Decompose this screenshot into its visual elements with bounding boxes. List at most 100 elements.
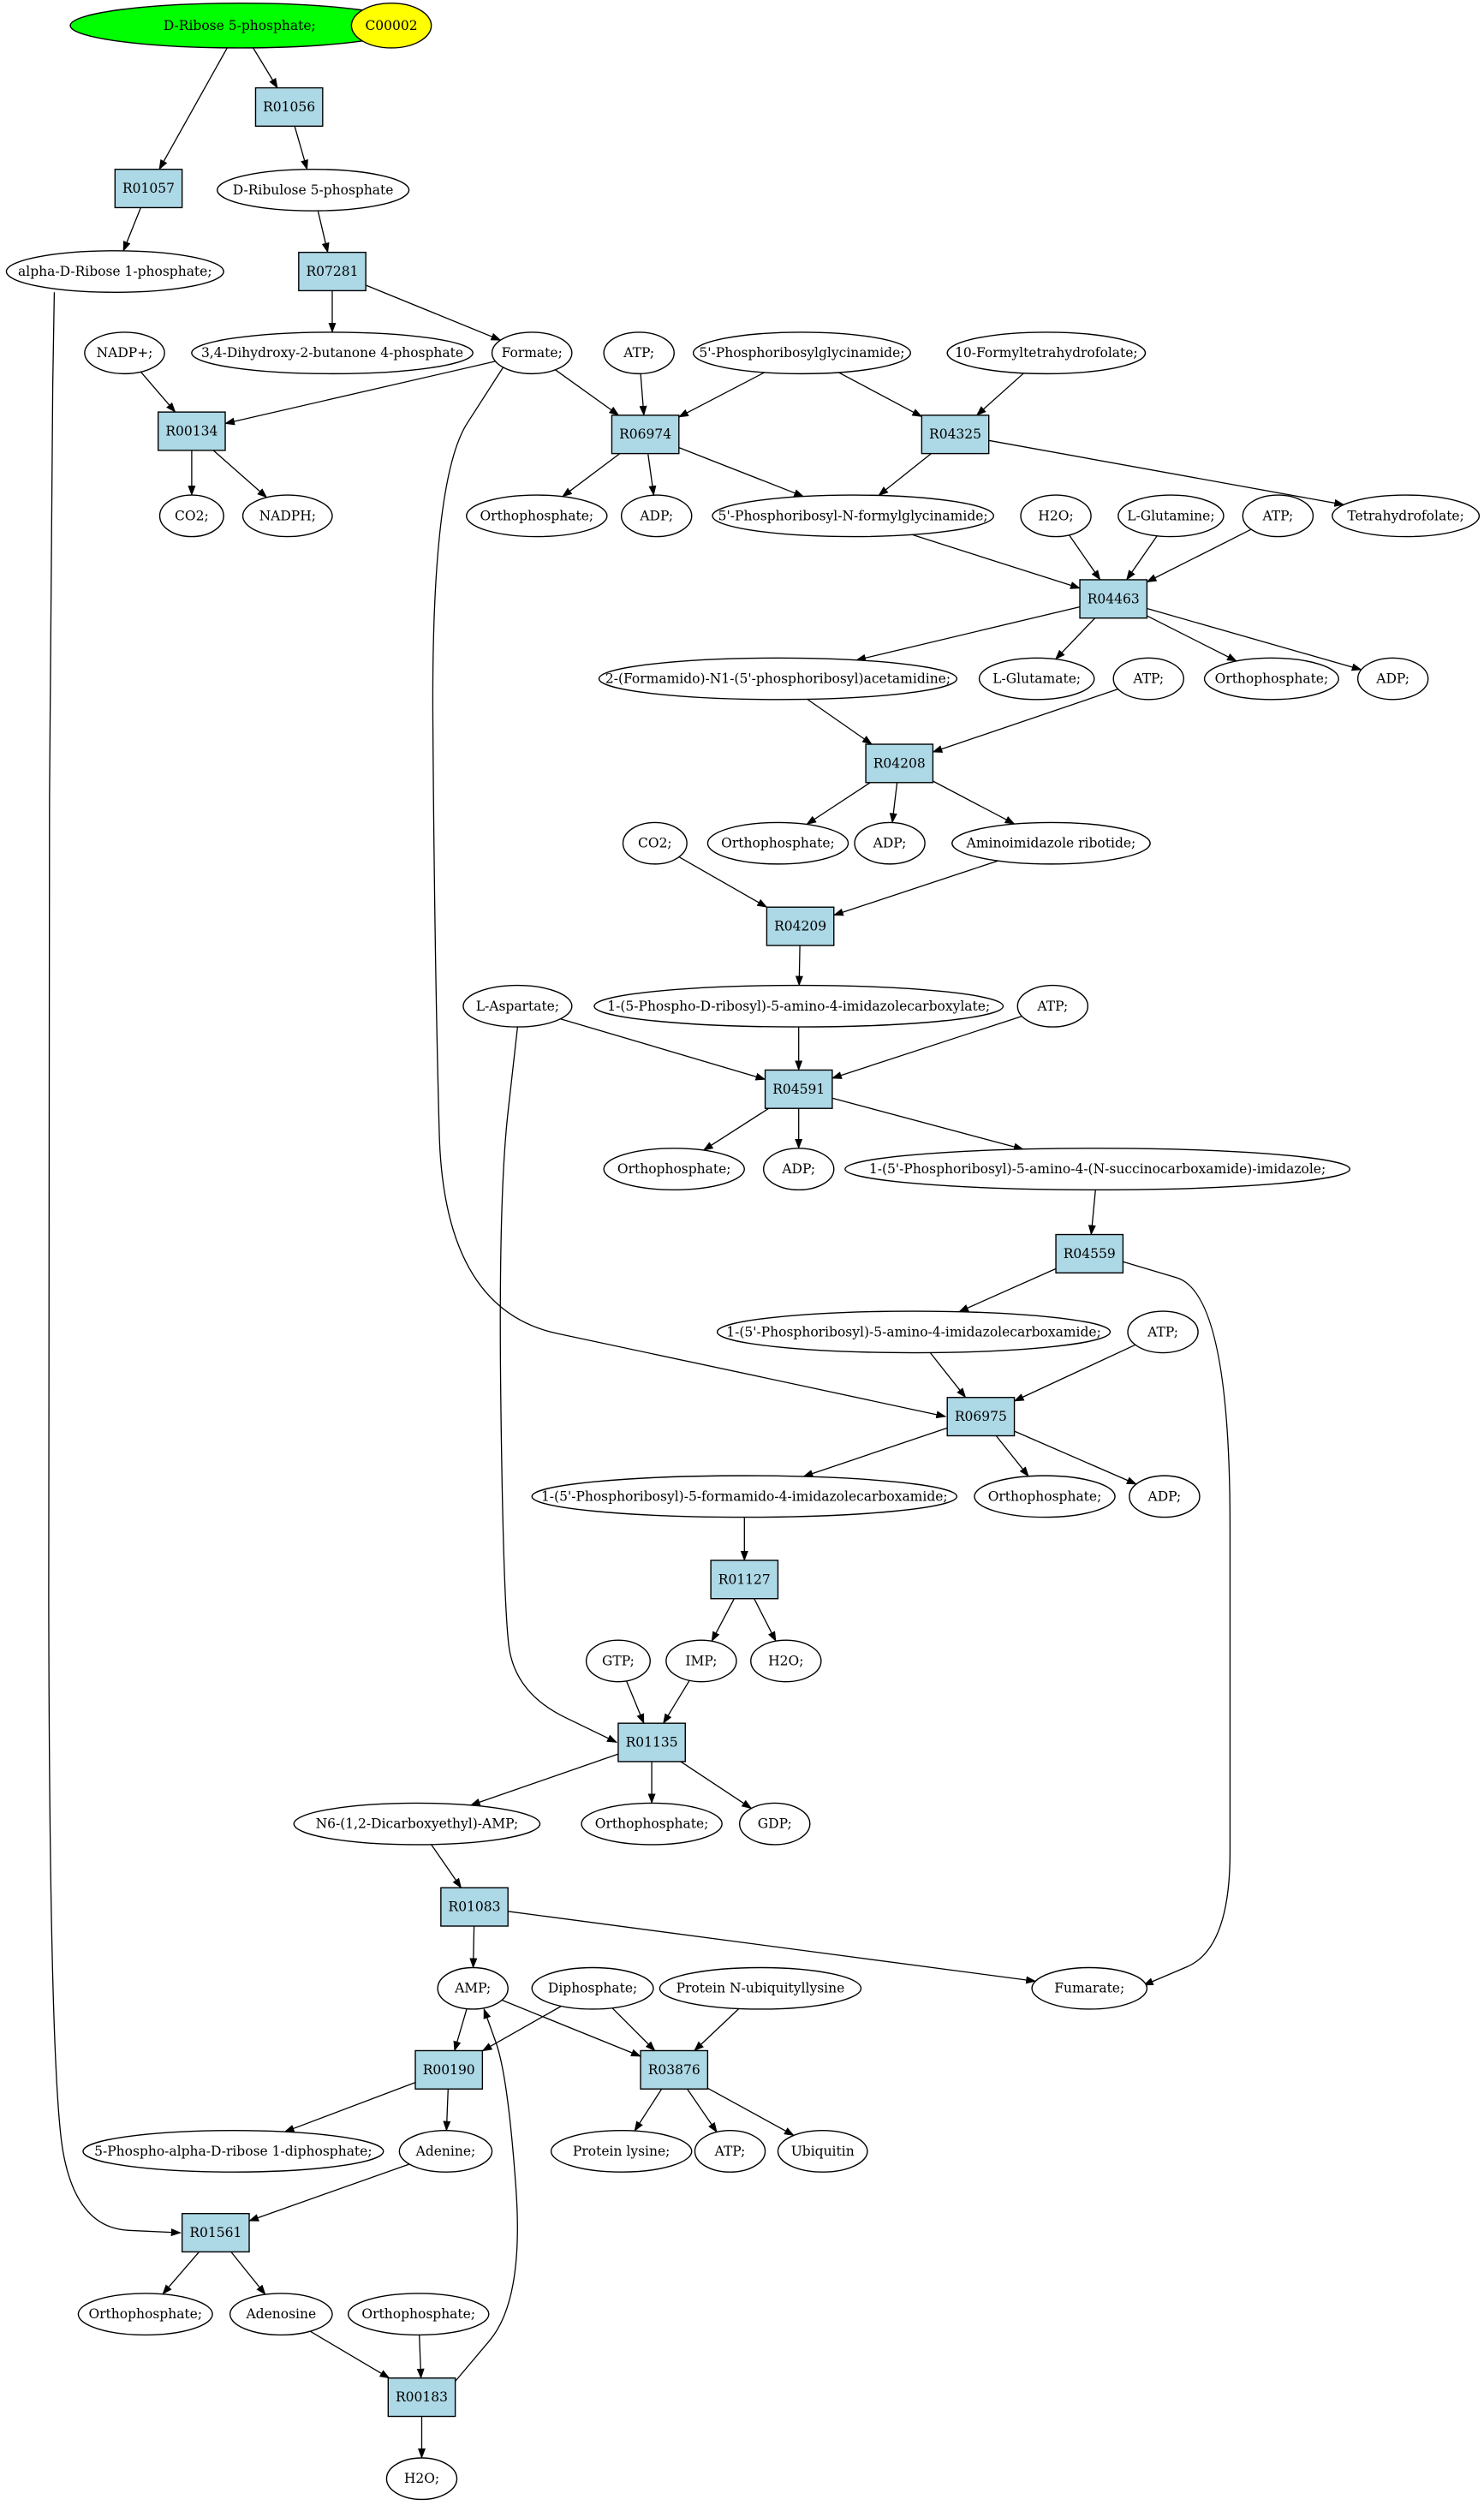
compound-node-c14[interactable]: ADP; — [620, 494, 693, 538]
compound-node-c34[interactable]: 1-(5'-Phosphoribosyl)-5-amino-4-(N-succi… — [844, 1148, 1351, 1191]
reaction-box — [1079, 579, 1148, 619]
compound-node-c58[interactable]: H2O; — [385, 2457, 458, 2501]
compound-node-c23[interactable]: ADP; — [1356, 657, 1429, 701]
reaction-box — [640, 2049, 709, 2090]
compound-node-c21[interactable]: L-Glutamate; — [978, 657, 1095, 701]
compound-node-c41[interactable]: IMP; — [665, 1639, 737, 1683]
compound-node-c27[interactable]: Aminoimidazole ribotide; — [951, 821, 1151, 865]
reaction-box — [710, 1560, 779, 1600]
reaction-node-R04208[interactable]: R04208 — [865, 743, 934, 784]
reaction-node-R04325[interactable]: R04325 — [921, 415, 990, 455]
edge-c7-to-R00134 — [140, 371, 176, 413]
compound-node-c35[interactable]: 1-(5'-Phosphoribosyl)-5-amino-4-imidazol… — [716, 1310, 1112, 1354]
compound-node-c11[interactable]: CO2; — [158, 494, 224, 538]
reaction-node-R01057[interactable]: R01057 — [114, 168, 183, 209]
compound-node-c22[interactable]: Orthophosphate; — [1203, 657, 1339, 701]
compound-label: ADP; — [873, 836, 907, 851]
edge-R07281-to-c6 — [365, 284, 502, 341]
compound-node-c24[interactable]: ATP; — [1112, 657, 1184, 701]
reaction-node-R01083[interactable]: R01083 — [440, 1887, 509, 1927]
reaction-node-R04591[interactable]: R04591 — [764, 1069, 833, 1109]
compound-node-c17[interactable]: L-Glutamine; — [1117, 494, 1225, 538]
compound-node-c54[interactable]: Ubiquitin — [777, 2130, 868, 2173]
compound-label: D-Ribulose 5-phosphate — [233, 182, 394, 198]
compound-node-c1[interactable]: D-Ribose 5-phosphate; — [69, 3, 410, 49]
reaction-node-R04463[interactable]: R04463 — [1079, 579, 1148, 619]
compound-node-c51[interactable]: Adenine; — [398, 2130, 493, 2173]
reaction-label: R04209 — [774, 919, 826, 934]
reaction-box — [921, 415, 990, 455]
compound-node-c57[interactable]: Orthophosphate; — [347, 2293, 490, 2336]
compound-node-c12[interactable]: NADPH; — [241, 494, 333, 538]
reaction-node-R01127[interactable]: R01127 — [710, 1560, 779, 1600]
compound-node-c9[interactable]: 5'-Phosphoribosylglycinamide; — [692, 331, 912, 375]
compound-node-c43[interactable]: N6-(1,2-Dicarboxyethyl)-AMP; — [293, 1802, 541, 1846]
compound-node-c47[interactable]: Diphosphate; — [531, 1966, 654, 2010]
compound-node-c26[interactable]: ADP; — [854, 821, 926, 865]
compound-node-c6[interactable]: Formate; — [491, 331, 573, 375]
compound-label: ATP; — [1261, 508, 1293, 523]
edge-c4-to-R01561 — [47, 292, 182, 2237]
compound-node-c56[interactable]: Adenosine — [229, 2293, 333, 2336]
edge-c27-to-R04209 — [832, 860, 998, 916]
compound-label: C00002 — [365, 18, 417, 33]
compound-node-c52[interactable]: Protein lysine; — [550, 2130, 693, 2173]
reaction-node-R00190[interactable]: R00190 — [414, 2049, 484, 2090]
reaction-node-R06974[interactable]: R06974 — [611, 415, 680, 455]
compound-node-c29[interactable]: L-Aspartate; — [462, 984, 573, 1028]
compound-ellipse — [622, 821, 688, 865]
compound-node-c19[interactable]: Tetrahydrofolate; — [1332, 494, 1481, 538]
reaction-node-R01135[interactable]: R01135 — [617, 1722, 686, 1762]
compound-node-c25[interactable]: Orthophosphate; — [706, 821, 849, 865]
compound-node-c39[interactable]: ADP; — [1129, 1475, 1201, 1518]
compound-node-c20[interactable]: 2-(Formamido)-N1-(5'-phosphoribosyl)acet… — [598, 657, 958, 701]
compound-node-c36[interactable]: ATP; — [1127, 1310, 1199, 1354]
compound-node-c42[interactable]: H2O; — [750, 1639, 822, 1683]
compound-node-c38[interactable]: Orthophosphate; — [974, 1475, 1116, 1518]
reaction-node-R06975[interactable]: R06975 — [946, 1397, 1016, 1437]
reaction-node-R01561[interactable]: R01561 — [181, 2212, 250, 2253]
compound-node-c40[interactable]: GTP; — [585, 1639, 651, 1683]
compound-ellipse — [241, 494, 333, 538]
reaction-node-R03876[interactable]: R03876 — [640, 2049, 709, 2090]
compound-node-c4[interactable]: alpha-D-Ribose 1-phosphate; — [5, 250, 224, 293]
compound-node-c13[interactable]: Orthophosphate; — [466, 494, 608, 538]
reaction-node-R00183[interactable]: R00183 — [387, 2377, 456, 2418]
compound-node-c53[interactable]: ATP; — [694, 2130, 766, 2173]
compound-node-c46[interactable]: AMP; — [437, 1966, 509, 2010]
compound-node-c32[interactable]: Orthophosphate; — [603, 1148, 745, 1191]
compound-label: ATP; — [714, 2144, 746, 2159]
compound-node-c30[interactable]: 1-(5-Phospho-D-ribosyl)-5-amino-4-imidaz… — [593, 984, 1004, 1028]
reaction-node-R01056[interactable]: R01056 — [254, 86, 324, 128]
compound-node-c2[interactable]: C00002 — [350, 3, 432, 49]
compound-node-c50[interactable]: 5-Phospho-alpha-D-ribose 1-diphosphate; — [82, 2130, 384, 2173]
compound-label: alpha-D-Ribose 1-phosphate; — [18, 264, 212, 279]
compound-node-c16[interactable]: H2O; — [1020, 494, 1092, 538]
compound-node-c44[interactable]: Orthophosphate; — [581, 1802, 723, 1846]
compound-node-c10[interactable]: 10-Formyltetrahydrofolate; — [946, 331, 1147, 375]
compound-ellipse — [712, 494, 995, 538]
compound-node-c45[interactable]: GDP; — [739, 1802, 811, 1846]
compound-node-c15[interactable]: 5'-Phosphoribosyl-N-formylglycinamide; — [712, 494, 995, 538]
compound-node-c37[interactable]: 1-(5'-Phosphoribosyl)-5-formamido-4-imid… — [531, 1475, 958, 1518]
compound-node-c28[interactable]: CO2; — [622, 821, 688, 865]
compound-node-c5[interactable]: 3,4-Dihydroxy-2-butanone 4-phosphate — [191, 331, 474, 375]
compound-node-c7[interactable]: NADP+; — [84, 331, 165, 375]
compound-ellipse — [1112, 657, 1184, 701]
reaction-label: R00190 — [423, 2062, 475, 2078]
compound-ellipse — [1203, 657, 1339, 701]
reaction-node-R07281[interactable]: R07281 — [298, 251, 367, 292]
compound-node-c55[interactable]: Orthophosphate; — [77, 2293, 213, 2336]
reaction-node-R04559[interactable]: R04559 — [1055, 1233, 1124, 1273]
compound-node-c48[interactable]: Protein N-ubiquityllysine — [659, 1966, 862, 2010]
reaction-node-R04209[interactable]: R04209 — [766, 906, 835, 946]
reaction-label: R01127 — [718, 1572, 771, 1587]
compound-node-c49[interactable]: Fumarate; — [1031, 1966, 1148, 2010]
reaction-node-R00134[interactable]: R00134 — [157, 411, 226, 451]
compound-node-c33[interactable]: ADP; — [762, 1148, 835, 1191]
compound-node-c3[interactable]: D-Ribulose 5-phosphate — [217, 168, 410, 212]
compound-node-c18[interactable]: ATP; — [1242, 494, 1314, 538]
compound-node-c8[interactable]: ATP; — [603, 331, 675, 375]
compound-node-c31[interactable]: ATP; — [1016, 984, 1089, 1028]
